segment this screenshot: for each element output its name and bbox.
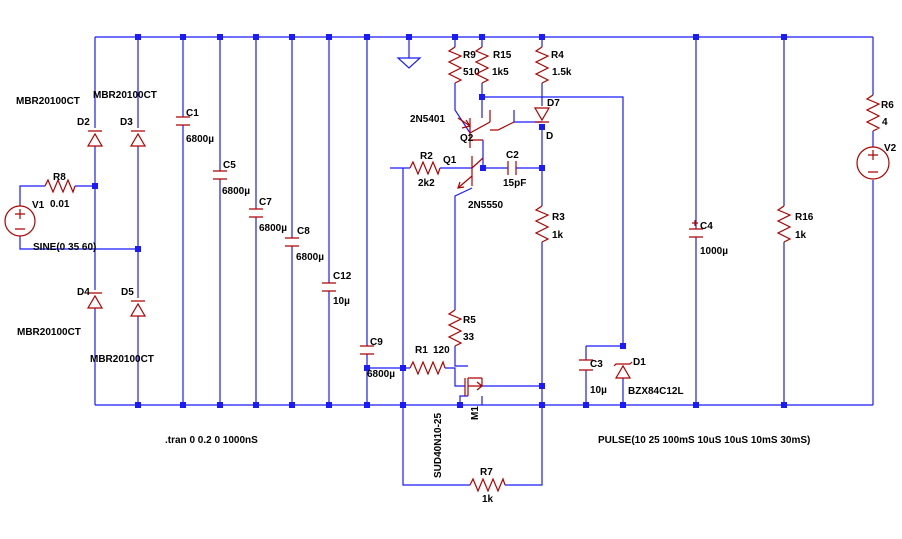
r5-name: R5	[463, 315, 476, 326]
r15-name: R15	[493, 50, 512, 61]
resistor-r6[interactable]	[865, 94, 881, 132]
diode-d7[interactable]	[533, 107, 551, 123]
c8-name: C8	[297, 226, 310, 237]
source-v1[interactable]	[4, 205, 36, 237]
source-v2[interactable]	[856, 146, 890, 180]
resistor-r7[interactable]	[469, 477, 506, 493]
transistor-q1[interactable]	[457, 156, 484, 189]
resistor-r5[interactable]	[447, 309, 463, 347]
resistor-r1[interactable]	[409, 360, 446, 376]
c4-name: C4	[700, 221, 713, 232]
d2-part: MBR20100CT	[16, 96, 80, 107]
d2-name: D2	[77, 117, 90, 128]
mosfet-m1[interactable]	[464, 377, 483, 396]
d4-name: D4	[77, 287, 90, 298]
c4-value: 1000µ	[700, 246, 728, 257]
d5-name: D5	[121, 287, 134, 298]
ground-symbol	[396, 57, 422, 69]
c5-value: 6800µ	[222, 186, 250, 197]
net-label-d: D	[546, 131, 553, 142]
resistor-r8[interactable]	[44, 178, 76, 194]
r6-value: 4	[882, 117, 888, 128]
r9-name: R9	[463, 50, 476, 61]
r6-name: R6	[881, 100, 894, 111]
r15-value: 1k5	[492, 67, 509, 78]
transistor-q2[interactable]	[457, 110, 515, 148]
r3-value: 1k	[552, 230, 564, 241]
resistor-r9[interactable]	[447, 46, 463, 84]
d3-part: MBR20100CT	[93, 90, 157, 101]
resistor-r3[interactable]	[534, 205, 550, 243]
c9-value: 6800µ	[367, 369, 395, 380]
zener-diode-d1[interactable]	[613, 361, 633, 379]
c5-name: C5	[223, 160, 236, 171]
diode-d2[interactable]	[86, 130, 104, 147]
m1-part: SUD40N10-25	[433, 413, 444, 478]
d5-part: MBR20100CT	[90, 354, 154, 365]
r1-value: 120	[433, 345, 450, 356]
capacitor-c1[interactable]	[176, 116, 190, 126]
c2-name: C2	[506, 150, 519, 161]
q2-part: 2N5401	[410, 114, 445, 125]
d7-name: D7	[547, 98, 560, 109]
junctions	[92, 34, 787, 408]
diode-d5[interactable]	[129, 300, 147, 317]
capacitor-c12[interactable]	[322, 282, 336, 292]
r16-name: R16	[795, 212, 814, 223]
r16-value: 1k	[795, 230, 807, 241]
r8-name: R8	[53, 172, 66, 183]
q2-name: Q2	[460, 133, 474, 144]
d1-name: D1	[633, 357, 646, 368]
capacitor-c7[interactable]	[249, 208, 263, 218]
resistor-r4[interactable]	[534, 46, 550, 84]
capacitor-c3[interactable]	[579, 359, 593, 371]
c9-name: C9	[370, 337, 383, 348]
c3-name: C3	[590, 359, 603, 370]
capacitor-c4[interactable]	[689, 220, 703, 238]
capacitor-c2[interactable]	[507, 161, 517, 175]
resistor-r2[interactable]	[409, 160, 441, 176]
r2-value: 2k2	[418, 178, 435, 189]
r2-name: R2	[420, 151, 433, 162]
diode-d4[interactable]	[86, 292, 104, 309]
r3-name: R3	[552, 212, 565, 223]
v2-name: V2	[884, 143, 897, 154]
r4-name: R4	[551, 50, 564, 61]
c2-value: 15pF	[503, 178, 526, 189]
v1-value: SINE(0 35 60)	[33, 242, 96, 253]
r9-value: 510	[463, 67, 480, 78]
r8-value: 0.01	[50, 199, 70, 210]
c7-name: C7	[259, 197, 272, 208]
tran-directive: .tran 0 0.2 0 1000nS	[165, 435, 258, 446]
resistor-r16[interactable]	[776, 205, 792, 243]
wires	[19, 36, 874, 486]
capacitor-c5[interactable]	[213, 170, 227, 180]
c1-value: 6800µ	[186, 134, 214, 145]
c8-value: 6800µ	[296, 252, 324, 263]
r4-value: 1.5k	[552, 67, 572, 78]
c7-value: 6800µ	[259, 223, 287, 234]
q1-name: Q1	[443, 155, 457, 166]
diode-d3[interactable]	[129, 130, 147, 147]
capacitor-c8[interactable]	[285, 237, 299, 247]
r7-name: R7	[480, 467, 493, 478]
q1-part: 2N5550	[468, 200, 503, 211]
d3-name: D3	[120, 117, 133, 128]
r5-value: 33	[463, 332, 475, 343]
r1-name: R1	[415, 345, 428, 356]
pulse-directive: PULSE(10 25 100mS 10uS 10uS 10mS 30mS)	[598, 435, 810, 446]
d4-part: MBR20100CT	[17, 327, 81, 338]
m1-name: M1	[470, 406, 481, 420]
v1-name: V1	[32, 200, 45, 211]
resistor-r15[interactable]	[474, 46, 490, 84]
c12-value: 10µ	[333, 296, 350, 307]
c1-name: C1	[186, 108, 199, 119]
capacitor-c9[interactable]	[360, 345, 374, 355]
r7-value: 1k	[482, 494, 494, 505]
c12-name: C12	[333, 271, 352, 282]
d1-part: BZX84C12L	[628, 386, 684, 397]
c3-value: 10µ	[590, 385, 607, 396]
